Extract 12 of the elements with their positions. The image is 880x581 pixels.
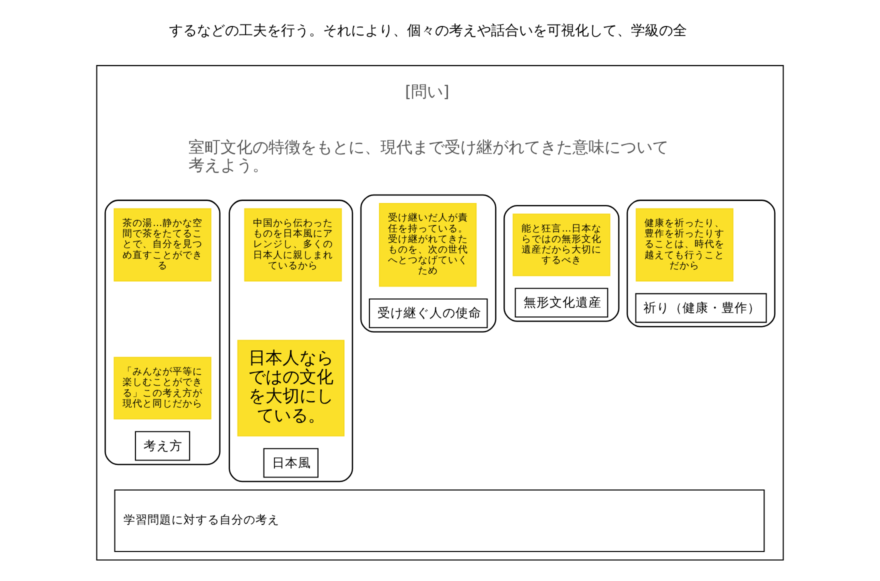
node-box: 茶の湯…静かな空間で茶をたてることで、自分を見つめ直すことができる xyxy=(114,208,212,282)
label: [問い] xyxy=(404,82,450,101)
node-box: 能と狂言…日本ならではの無形文化遺産だから大切にするべき xyxy=(512,214,610,276)
node-box: 健康を祈ったり、豊作を祈ったりすることは、時代を越えても行うことだから xyxy=(636,208,734,282)
node-box: 「みんなが平等に楽しむことができる」この考え方が現代と同じだから xyxy=(114,356,212,420)
node-box: 受け継いだ人が責任を持っている。受け継がれてきたものを、次の世代へとつなげていくため xyxy=(378,202,477,287)
node-box: 学習問題に対する自分の考え xyxy=(114,489,765,552)
node-box: 中国から伝わったものを日本風にアレンジし、多くの日本人に親しまれているから xyxy=(244,208,342,282)
label: 室町文化の特徴をもとに、現代まで受け継がれてきた意味について考えよう。 xyxy=(188,138,669,175)
node-box: 日本人ならではの文化を大切にしている。 xyxy=(237,340,344,436)
cluster xyxy=(96,65,784,561)
label: するなどの工夫を行う。それにより、個々の考えや話合いを可視化して、学級の全 xyxy=(168,23,687,40)
